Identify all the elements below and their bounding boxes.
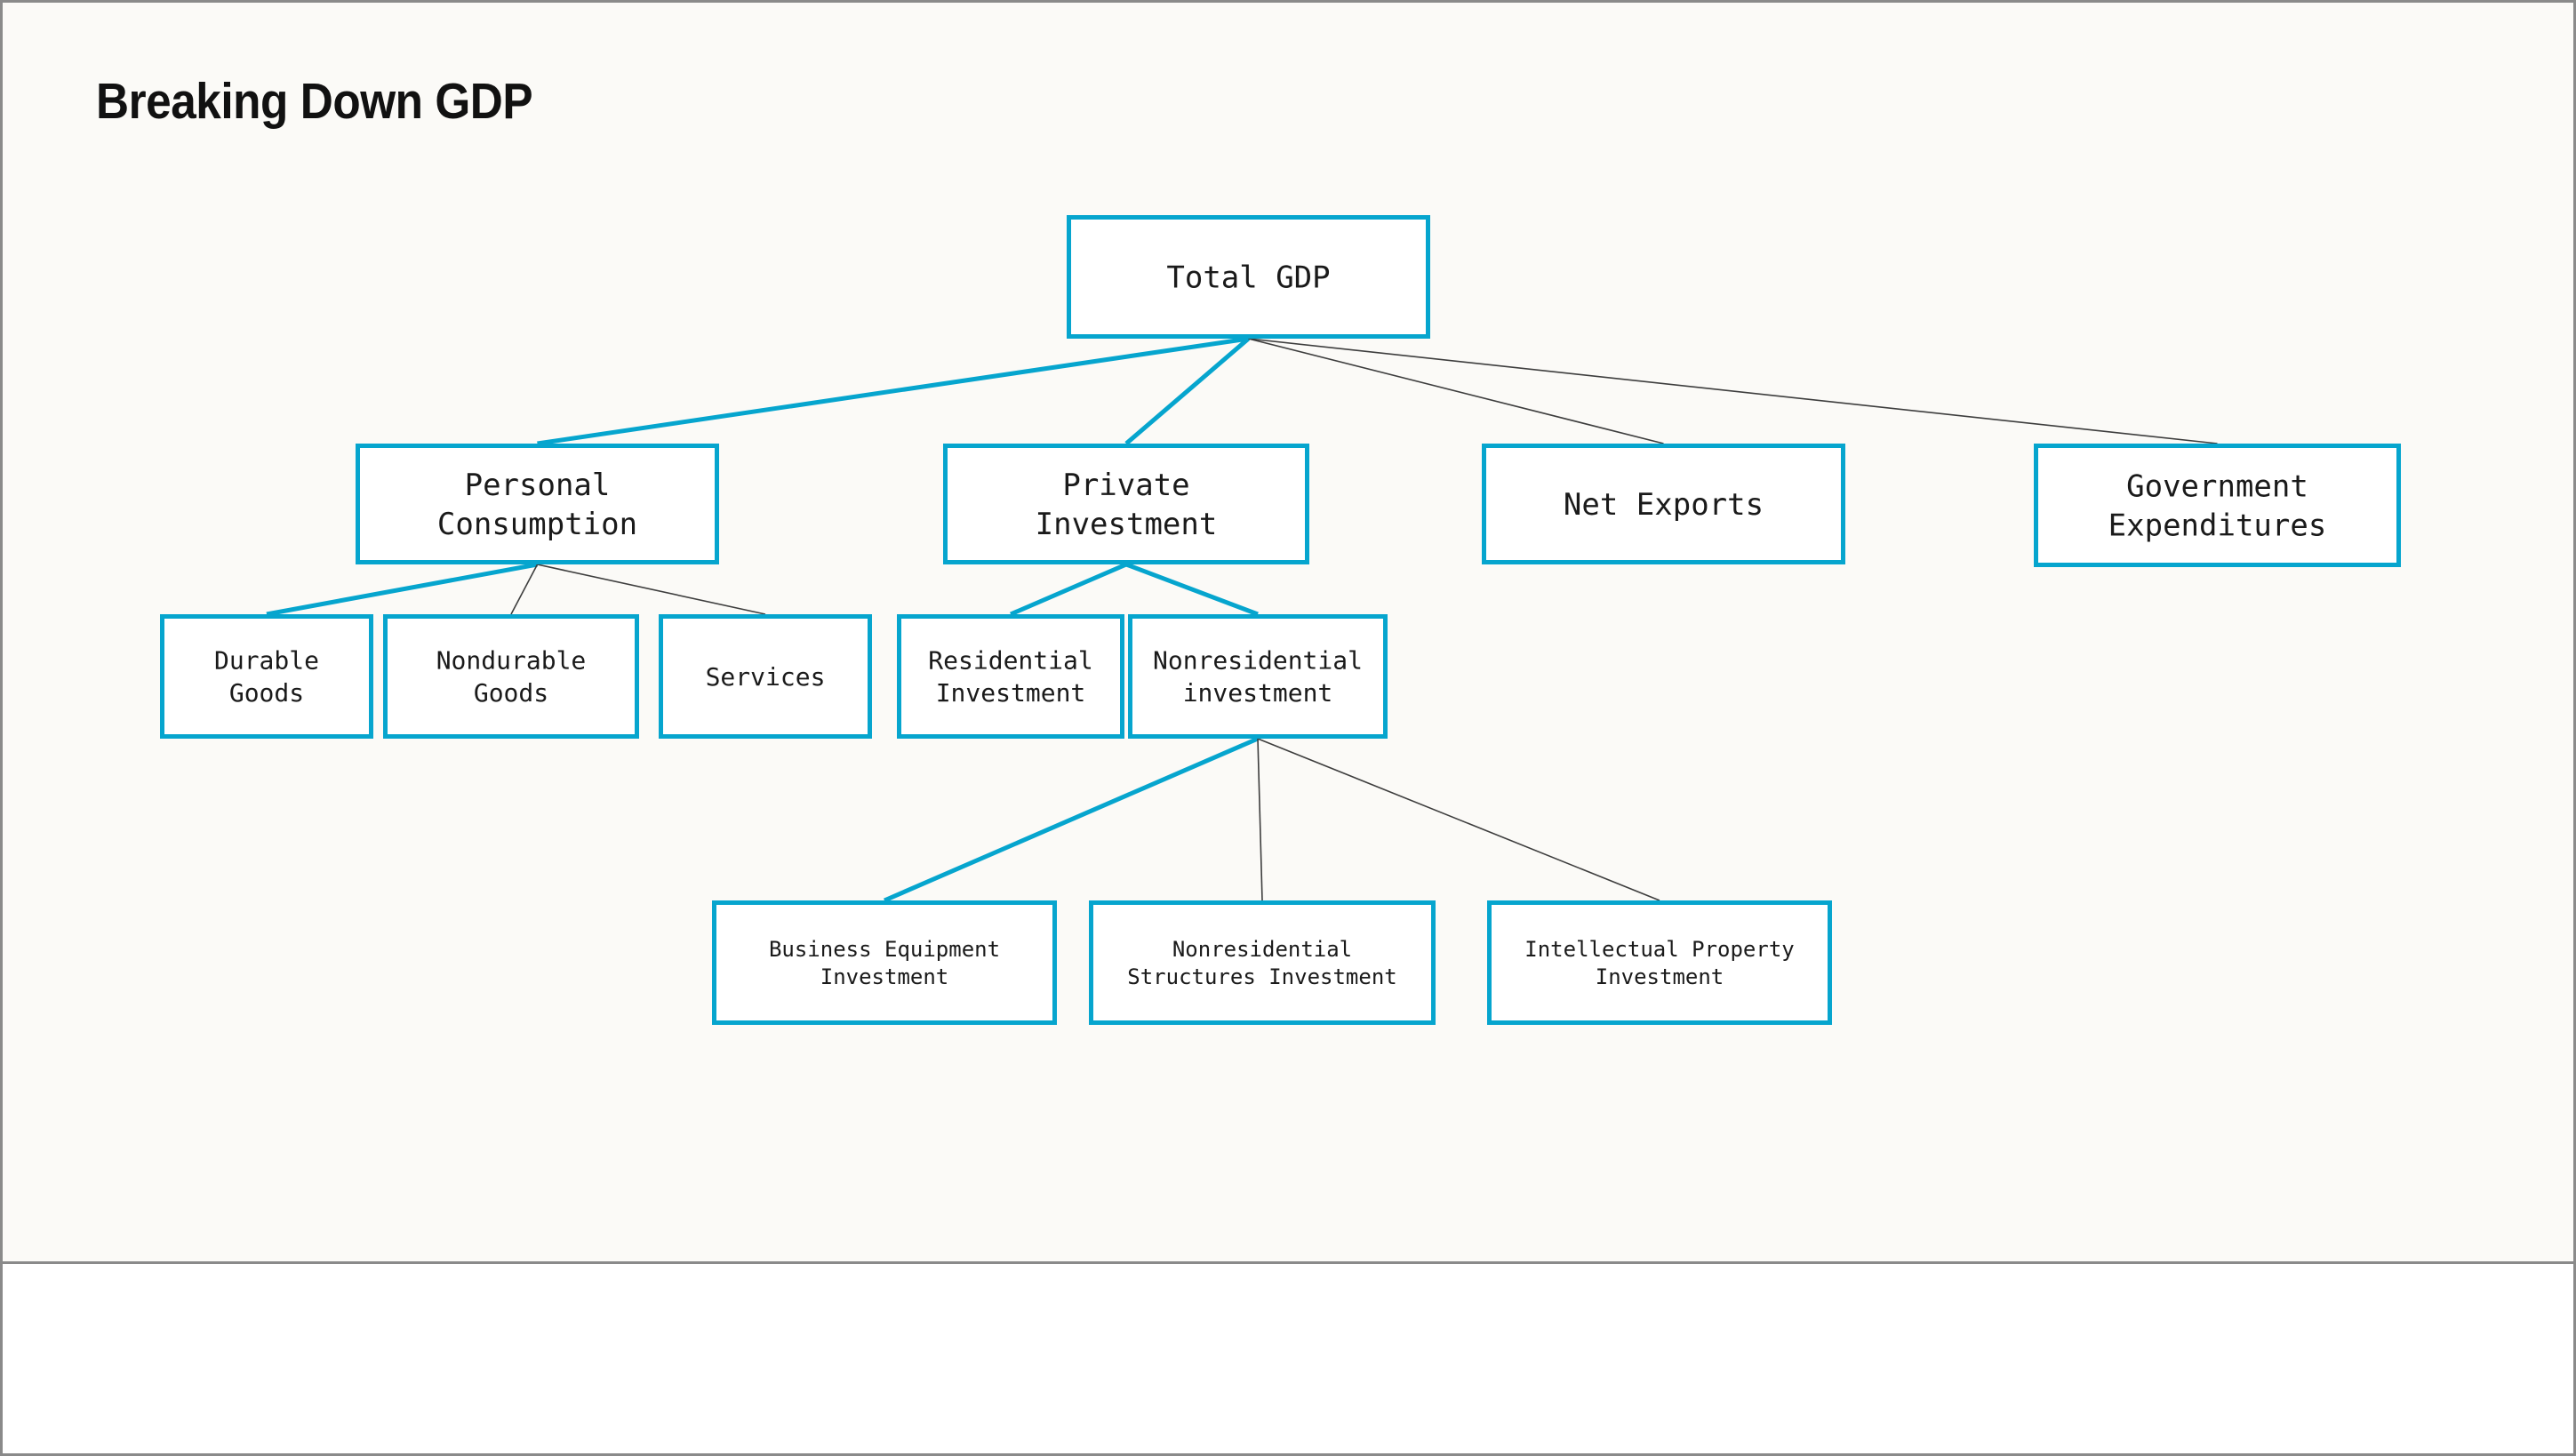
- tree-edge-personal_consumption-to-durable_goods: [266, 562, 538, 617]
- node-label-line: Total GDP: [1166, 260, 1330, 295]
- node-label-line: Government: [2126, 468, 2308, 504]
- node-box: [1128, 614, 1388, 739]
- node-net_exports[interactable]: Net Exports: [1482, 444, 1845, 564]
- tree-edge-nonresidential_investment-to-intellectual_property_investment: [1257, 738, 1660, 901]
- node-label-line: Investment: [1036, 507, 1218, 542]
- tree-edge-nonresidential_investment-to-business_equipment_investment: [884, 736, 1259, 903]
- node-total_gdp[interactable]: Total GDP: [1067, 215, 1430, 339]
- node-box: [897, 614, 1124, 739]
- node-label-line: Expenditures: [2108, 508, 2327, 544]
- tree-edge-private_investment-to-residential_investment: [1010, 562, 1127, 617]
- node-label-line: Residential: [928, 646, 1092, 676]
- tree-edge-total_gdp-to-government_expenditures: [1248, 338, 2218, 444]
- node-label-line: Investment: [1596, 964, 1724, 989]
- node-label-line: Investment: [936, 678, 1086, 708]
- node-label-line: Goods: [474, 678, 548, 708]
- tree-edge-total_gdp-to-personal_consumption: [537, 336, 1249, 446]
- node-box: [2034, 444, 2401, 567]
- tree-edges: [266, 336, 2218, 903]
- node-box: [1482, 444, 1845, 564]
- node-label-line: Intellectual Property: [1524, 937, 1794, 962]
- slide-footer: EPB This report is prepared for the excl…: [3, 1267, 2573, 1453]
- node-box: [712, 900, 1057, 1025]
- page-title: Breaking Down GDP: [96, 73, 533, 130]
- tree-edge-total_gdp-to-net_exports: [1248, 338, 1664, 444]
- tree-edge-personal_consumption-to-nondurable_goods: [510, 564, 539, 615]
- node-label-line: Private: [1062, 468, 1189, 503]
- tree-edge-private_investment-to-nonresidential_investment: [1125, 562, 1259, 617]
- node-box: [356, 444, 719, 564]
- node-label-line: Services: [706, 662, 826, 692]
- node-label-line: Personal: [465, 468, 611, 503]
- node-box: [659, 614, 872, 739]
- node-services[interactable]: Services: [659, 614, 872, 739]
- node-label-line: Nonresidential: [1172, 937, 1352, 962]
- node-label-line: Durable: [214, 646, 319, 676]
- node-box: [1089, 900, 1436, 1025]
- node-label-line: Business Equipment: [769, 937, 1000, 962]
- tree-edge-nonresidential_investment-to-nonresidential_structures_investment: [1257, 738, 1263, 901]
- node-box: [943, 444, 1309, 564]
- node-label-line: Consumption: [437, 507, 637, 542]
- tree-edge-personal_consumption-to-services: [537, 564, 766, 615]
- node-label-line: Nonresidential: [1153, 646, 1363, 676]
- node-label-line: Nondurable: [436, 646, 587, 676]
- node-label-line: investment: [1183, 678, 1333, 708]
- node-label-line: Goods: [229, 678, 304, 708]
- node-box: [1067, 215, 1430, 339]
- node-label-line: Structures Investment: [1127, 964, 1396, 989]
- node-label-line: Investment: [820, 964, 949, 989]
- node-box: [383, 614, 639, 739]
- node-box: [1487, 900, 1832, 1025]
- tree-edge-total_gdp-to-private_investment: [1124, 337, 1251, 445]
- node-box: [160, 614, 373, 739]
- node-label-line: Net Exports: [1564, 487, 1764, 523]
